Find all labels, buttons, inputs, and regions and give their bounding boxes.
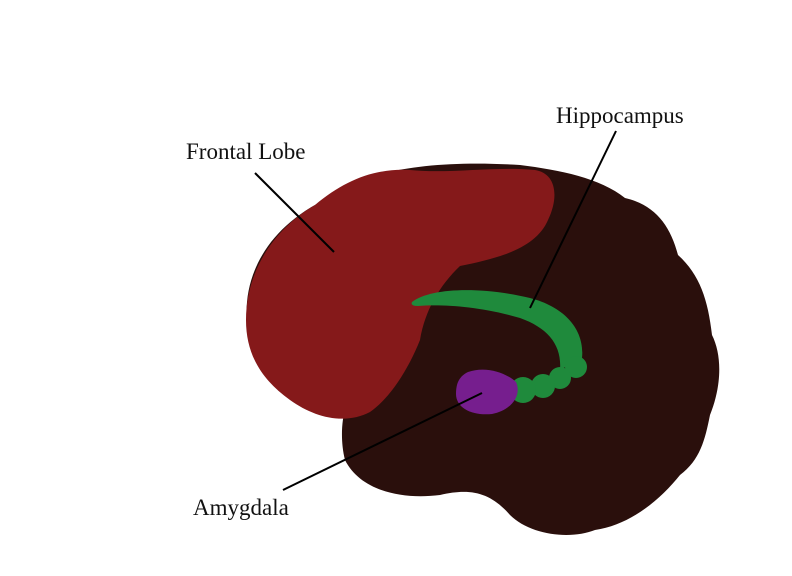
amygdala-label: Amygdala [193,495,289,520]
amygdala-leader-line [282,392,483,491]
amygdala-region [456,369,518,415]
frontal-lobe-region [246,168,555,419]
frontal-lobe-leader-line [254,172,335,253]
frontal-lobe-label: Frontal Lobe [186,139,306,164]
hippocampus-label: Hippocampus [556,103,684,128]
hippocampus-node [565,356,587,378]
hippocampus-node [531,374,555,398]
hippocampus-leader-line [529,130,617,309]
hippocampus-band [411,290,583,370]
